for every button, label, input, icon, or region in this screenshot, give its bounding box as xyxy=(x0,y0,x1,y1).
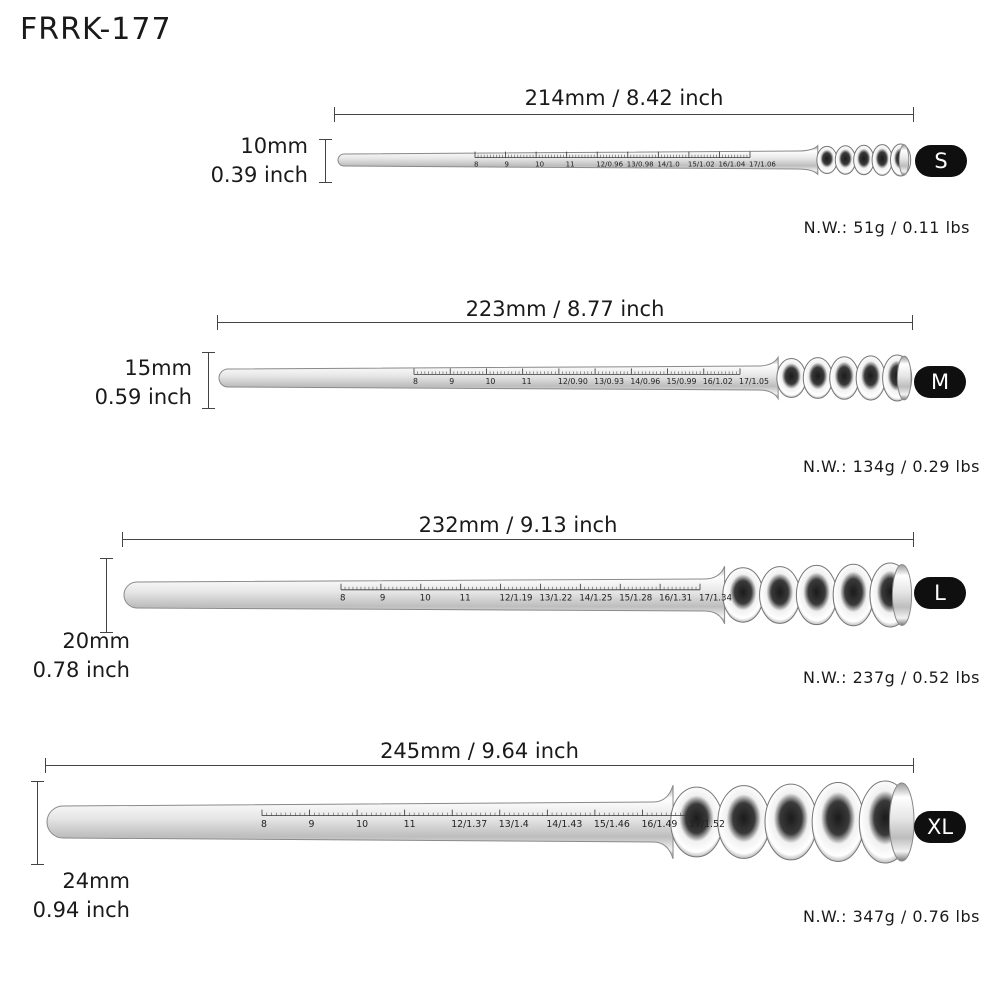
scale-label: 14/1.43 xyxy=(546,819,582,830)
rod-bead xyxy=(811,782,865,862)
rod-end-cap xyxy=(896,355,912,401)
diameter-label: 20mm 0.78 inch xyxy=(33,627,130,685)
length-dimension-line xyxy=(217,315,913,330)
scale-label: 12/0.96 xyxy=(596,161,623,169)
scale-label: 9 xyxy=(309,819,315,830)
scale-label: 17/1.52 xyxy=(689,819,725,830)
scale-label: 9 xyxy=(449,377,454,386)
diameter-mm: 10mm xyxy=(240,134,308,158)
scale-label: 12/1.19 xyxy=(500,593,533,603)
scale-label: 8 xyxy=(413,377,418,386)
size-badge: XL xyxy=(914,811,966,843)
scale-label: 11 xyxy=(522,377,532,386)
scale-label: 16/1.04 xyxy=(718,161,745,169)
length-dimension-line xyxy=(122,532,914,547)
diameter-mm: 15mm xyxy=(124,356,192,380)
scale-label: 15/0.99 xyxy=(667,377,697,386)
scale-label: 15/1.28 xyxy=(619,593,652,603)
scale-label: 8 xyxy=(340,593,345,603)
length-label: 245mm / 9.64 inch xyxy=(380,739,579,763)
diameter-inch: 0.59 inch xyxy=(94,385,192,409)
scale-label: 17/1.34 xyxy=(699,593,732,603)
rod-shaft xyxy=(218,355,779,401)
length-label: 223mm / 8.77 inch xyxy=(465,297,665,321)
rod-end-cap xyxy=(891,564,913,626)
scale-label: 14/1.0 xyxy=(657,161,679,169)
scale-label: 16/1.02 xyxy=(703,377,733,386)
scale-label: 11 xyxy=(460,593,471,603)
scale-label: 13/1.4 xyxy=(499,819,529,830)
scale-label: 12/0.90 xyxy=(558,377,588,386)
scale-label: 10 xyxy=(485,377,495,386)
length-label: 214mm / 8.42 inch xyxy=(524,86,724,110)
size-badge: M xyxy=(914,366,966,398)
scale-label: 17/1.05 xyxy=(739,377,769,386)
rod-end-cap xyxy=(898,144,910,176)
net-weight: N.W.: 134g / 0.29 lbs xyxy=(802,457,980,476)
scale-label: 15/1.02 xyxy=(688,161,715,169)
scale-label: 11 xyxy=(566,161,575,169)
scale-label: 9 xyxy=(505,161,509,169)
net-weight: N.W.: 347g / 0.76 lbs xyxy=(802,907,980,926)
scale-label: 10 xyxy=(535,161,544,169)
product-code: FRRK-177 xyxy=(20,12,172,47)
net-weight: N.W.: 51g / 0.11 lbs xyxy=(803,218,970,237)
scale-label: 10 xyxy=(420,593,431,603)
diameter-label: 15mm 0.59 inch xyxy=(95,354,192,412)
scale-label: 16/1.49 xyxy=(641,819,677,830)
scale-label: 13/1.22 xyxy=(539,593,572,603)
size-badge: L xyxy=(914,577,966,609)
scale-label: 10 xyxy=(356,819,368,830)
scale-label: 15/1.46 xyxy=(594,819,630,830)
diameter-inch: 0.78 inch xyxy=(32,658,130,682)
diameter-label: 24mm 0.94 inch xyxy=(33,867,130,925)
diameter-label: 10mm 0.39 inch xyxy=(211,132,308,190)
diameter-dimension-line xyxy=(319,139,332,183)
scale-label: 16/1.31 xyxy=(659,593,692,603)
rod-shaft xyxy=(337,144,819,176)
diameter-inch: 0.39 inch xyxy=(210,163,308,187)
scale-label: 8 xyxy=(261,819,267,830)
scale-label: 17/1.06 xyxy=(749,161,776,169)
size-badge: S xyxy=(915,145,967,177)
diameter-inch: 0.94 inch xyxy=(32,898,130,922)
scale-label: 13/0.98 xyxy=(627,161,654,169)
length-label: 232mm / 9.13 inch xyxy=(418,513,618,537)
length-dimension-line xyxy=(334,107,914,122)
scale-label: 14/1.25 xyxy=(579,593,612,603)
diameter-mm: 24mm xyxy=(62,869,130,893)
scale-label: 9 xyxy=(380,593,385,603)
scale-label: 12/1.37 xyxy=(451,819,487,830)
scale-label: 13/0.93 xyxy=(594,377,624,386)
rod-end-cap xyxy=(888,782,915,862)
rod-shaft xyxy=(46,784,674,860)
length-dimension-line xyxy=(45,758,914,773)
rod-bead xyxy=(717,785,771,859)
net-weight: N.W.: 237g / 0.52 lbs xyxy=(802,668,980,687)
scale-label: 11 xyxy=(404,819,416,830)
scale-label: 14/0.96 xyxy=(630,377,660,386)
rod-shaft xyxy=(123,566,726,624)
diameter-dimension-line xyxy=(31,781,44,865)
diameter-mm: 20mm xyxy=(62,629,130,653)
rod-bead xyxy=(764,783,818,861)
scale-label: 8 xyxy=(474,161,478,169)
diameter-dimension-line xyxy=(100,558,113,633)
diameter-dimension-line xyxy=(202,352,215,409)
